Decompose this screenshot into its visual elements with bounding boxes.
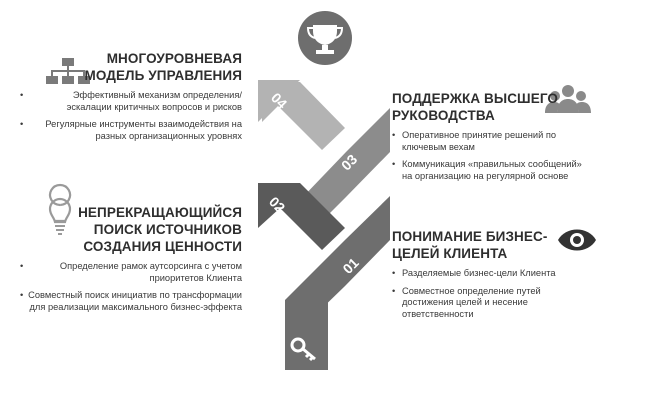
trophy-icon	[298, 11, 352, 65]
bullet-item: Совместный поиск инициатив по трансформа…	[20, 290, 242, 313]
bullet-item: Эффективный механизм определения/эскалац…	[20, 90, 242, 113]
step-02-title-line-2: ПОИСК ИСТОЧНИКОВ	[93, 222, 242, 237]
eye-icon	[558, 229, 596, 251]
step-03-bullets: Оперативное принятие решений по ключевым…	[392, 130, 592, 182]
lightbulb-icon	[48, 183, 72, 235]
bullet-item: Оперативное принятие решений по ключевым…	[392, 130, 592, 153]
step-04-title-line-1: МНОГОУРОВНЕВАЯ	[106, 51, 242, 66]
bullet-item: Совместное определение путей достижения …	[392, 286, 592, 321]
step-02-title-line-3: СОЗДАНИЯ ЦЕННОСТИ	[83, 239, 242, 254]
step-02-title-line-1: НЕПРЕКРАЩАЮЩИЙСЯ	[78, 205, 242, 220]
step-02-title: НЕПРЕКРАЩАЮЩИЙСЯ ПОИСК ИСТОЧНИКОВ СОЗДАН…	[20, 204, 242, 255]
step-01-title: ПОНИМАНИЕ БИЗНЕС- ЦЕЛЕЙ КЛИЕНТА	[392, 228, 592, 262]
step-03-title-line-2: РУКОВОДСТВА	[392, 108, 495, 123]
step-01-block: ПОНИМАНИЕ БИЗНЕС- ЦЕЛЕЙ КЛИЕНТА Разделяе…	[392, 228, 592, 320]
step-03-block: ПОДДЕРЖКА ВЫСШЕГО РУКОВОДСТВА Оперативно…	[392, 90, 592, 182]
step-04-block: МНОГОУРОВНЕВАЯ МОДЕЛЬ УПРАВЛЕНИЯ Эффекти…	[20, 50, 242, 142]
step-04-title: МНОГОУРОВНЕВАЯ МОДЕЛЬ УПРАВЛЕНИЯ	[20, 50, 242, 84]
bottom-stem	[285, 300, 328, 370]
hierarchy-icon	[46, 58, 90, 84]
step-02-bullets: Определение рамок аутсорсинга с учетом п…	[20, 261, 242, 313]
step-03-title-line-1: ПОДДЕРЖКА ВЫСШЕГО	[392, 91, 558, 106]
step-04-title-line-2: МОДЕЛЬ УПРАВЛЕНИЯ	[84, 68, 242, 83]
bullet-item: Разделяемые бизнес-цели Клиента	[392, 268, 592, 280]
step-04-bullets: Эффективный механизм определения/эскалац…	[20, 90, 242, 142]
bullet-item: Коммуникация «правильных сообщений» на о…	[392, 159, 592, 182]
step-04-arrow	[262, 82, 345, 150]
step-02-block: НЕПРЕКРАЩАЮЩИЙСЯ ПОИСК ИСТОЧНИКОВ СОЗДАН…	[20, 204, 242, 313]
step-02-arrow	[258, 183, 345, 250]
step-03-title: ПОДДЕРЖКА ВЫСШЕГО РУКОВОДСТВА	[392, 90, 592, 124]
bullet-item: Определение рамок аутсорсинга с учетом п…	[20, 261, 242, 284]
step-01-arrow	[285, 196, 390, 318]
key-icon	[290, 337, 316, 362]
bullet-item: Регулярные инструменты взаимодействия на…	[20, 119, 242, 142]
step-04-arrowhead	[258, 80, 300, 122]
step-01-title-line-1: ПОНИМАНИЕ БИЗНЕС-	[392, 229, 548, 244]
step-03-arrow	[300, 108, 390, 215]
step-01-bullets: Разделяемые бизнес-цели Клиента Совместн…	[392, 268, 592, 320]
people-group-icon	[545, 85, 591, 113]
step-01-title-line-2: ЦЕЛЕЙ КЛИЕНТА	[392, 246, 508, 261]
